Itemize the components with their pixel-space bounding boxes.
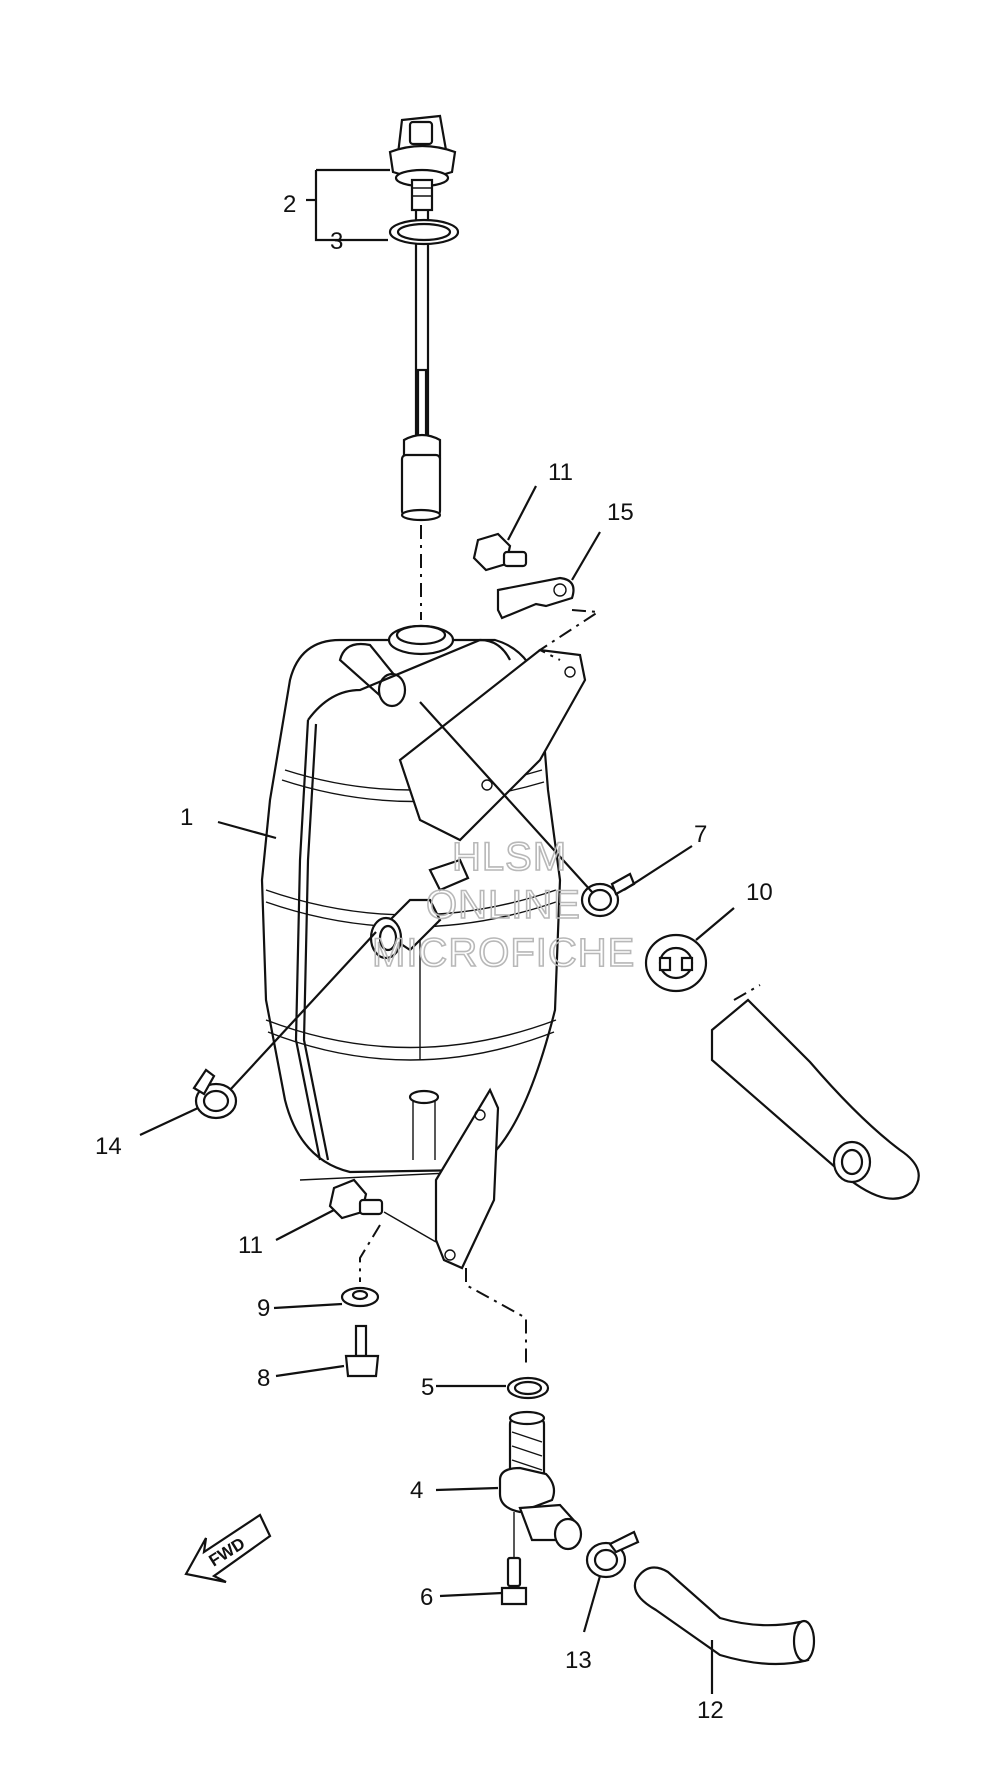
callout-15: 15 — [607, 499, 634, 526]
callout-5: 5 — [421, 1374, 434, 1401]
callout-9: 9 — [257, 1295, 270, 1322]
fitting-screw — [500, 1556, 528, 1606]
callout-12: 12 — [697, 1697, 724, 1724]
upper-oil-hose — [710, 998, 920, 1200]
oil-fitting — [498, 1410, 583, 1551]
flange-bolt — [344, 1324, 380, 1378]
oil-level-sensor — [388, 114, 457, 522]
grommet — [644, 933, 708, 993]
callout-13: 13 — [565, 1647, 592, 1674]
callout-11-lower: 11 — [238, 1232, 263, 1259]
bolt-lower — [328, 1178, 384, 1220]
fitting-o-ring — [506, 1376, 550, 1400]
callout-2: 2 — [283, 191, 296, 218]
callout-8: 8 — [257, 1365, 270, 1392]
hose-clip-14 — [192, 1068, 238, 1120]
watermark-line-3: MICROFICHE — [372, 931, 635, 975]
forward-direction-arrow: FWD — [184, 1513, 272, 1584]
callout-10: 10 — [746, 879, 773, 906]
callout-14: 14 — [95, 1133, 122, 1160]
callout-3: 3 — [330, 228, 343, 255]
washer — [340, 1286, 380, 1308]
hose-clip-7 — [580, 872, 636, 918]
lower-oil-hose — [633, 1566, 816, 1666]
watermark-line-2: ONLINE — [426, 883, 581, 927]
leader-lines — [139, 168, 735, 1694]
cable-clamp — [496, 576, 575, 620]
callout-7: 7 — [694, 821, 707, 848]
callout-4: 4 — [410, 1477, 423, 1504]
watermark-line-1: HLSM — [452, 835, 567, 879]
callout-1: 1 — [180, 804, 193, 831]
sensor-o-ring — [388, 218, 460, 246]
callout-numbers: 1 2 3 4 5 6 7 8 9 10 11 11 12 13 14 15 — [95, 191, 773, 1724]
watermark: HLSM ONLINE MICROFICHE — [371, 834, 635, 976]
callout-6: 6 — [420, 1584, 433, 1611]
callout-11-upper: 11 — [548, 459, 573, 486]
hose-clip-13 — [585, 1530, 640, 1579]
bolt-upper — [472, 532, 528, 572]
